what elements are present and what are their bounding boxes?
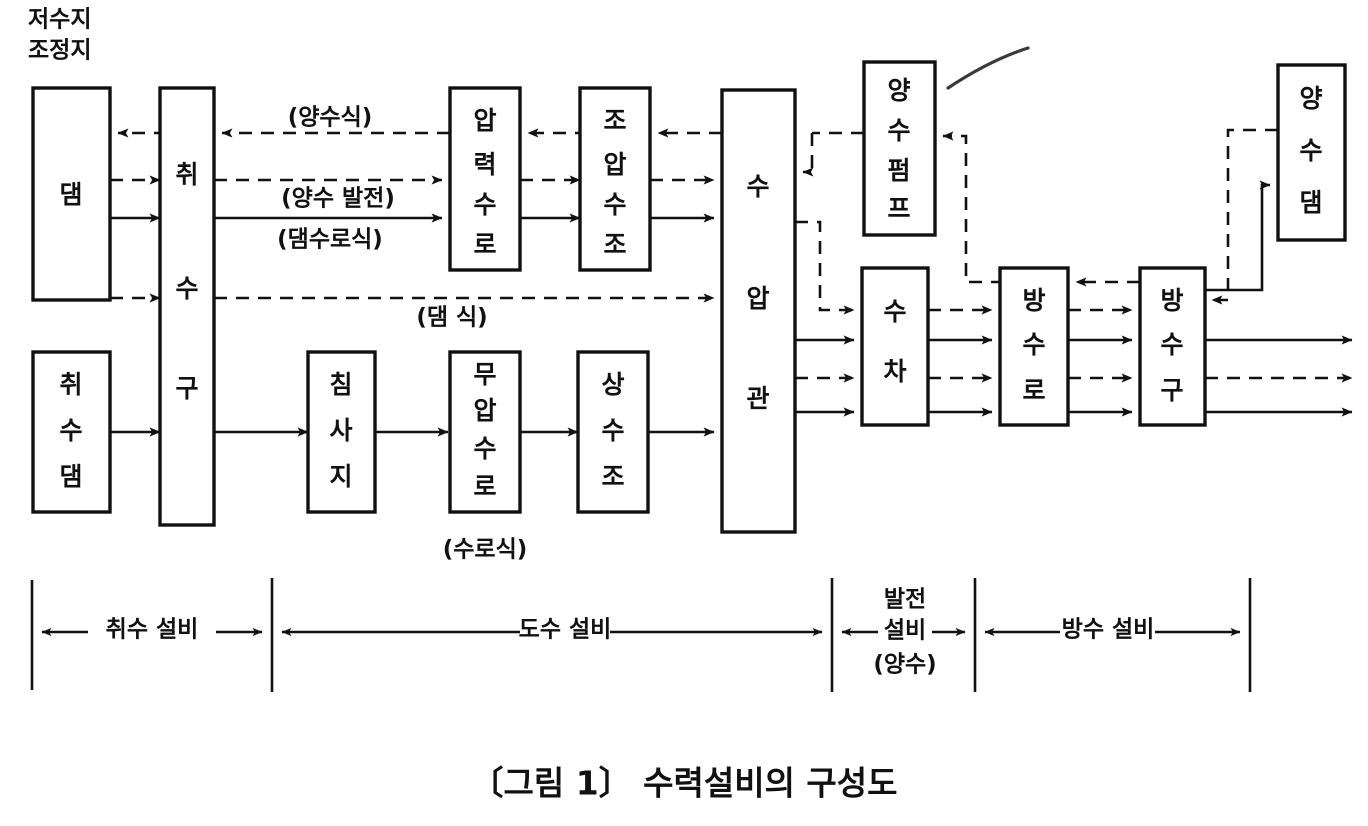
link-penstock-to-turbine-pumped — [795, 220, 855, 315]
box-outlet-c1: 방 — [1160, 286, 1183, 315]
box-sand-c1: 침 — [329, 370, 352, 399]
box-pump-c2: 수 — [887, 116, 910, 145]
box-sand-basin — [306, 350, 377, 514]
box-pumped-storage-dam — [1276, 63, 1347, 242]
box-intake-dam-c1: 취 — [59, 370, 82, 399]
box-sand-c3: 지 — [329, 462, 352, 491]
box-tailrace-c2: 수 — [1022, 330, 1045, 359]
box-surge-c2: 압 — [603, 150, 626, 179]
box-sand-c2: 사 — [329, 416, 352, 445]
box-intake-dam-c3: 댐 — [59, 462, 82, 491]
bracket-label-discharge: 방수 설비 — [1062, 617, 1155, 643]
box-freeflow-c1: 무 — [473, 360, 496, 389]
box-pumpeddam-c3: 댐 — [1299, 188, 1322, 217]
box-head-tank — [576, 350, 650, 514]
box-pump-c1: 양 — [887, 76, 910, 105]
box-dam-label: 댐 — [59, 180, 82, 209]
bracket-label-generation-3: (양수) — [873, 652, 936, 678]
box-outlet — [1138, 266, 1207, 427]
box-dam — [31, 86, 112, 302]
bracket-label-generation-1: 발전 — [884, 587, 926, 613]
bracket-label-conveyance: 도수 설비 — [519, 617, 612, 643]
box-turbine-c2: 차 — [883, 357, 906, 386]
label-waterway-type: (수로식) — [443, 537, 528, 563]
box-intake-gate-c1: 취 — [175, 160, 198, 189]
box-headtank-c3: 조 — [601, 462, 624, 491]
reservoir-note-line1: 저수지 — [28, 7, 91, 33]
link-outlet-to-pumpeddam-solid — [1205, 180, 1271, 292]
box-outlet-c2: 수 — [1160, 330, 1183, 359]
box-turbine-c1: 수 — [883, 297, 906, 326]
box-penstock-c1: 수 — [746, 172, 769, 201]
box-surge-c4: 조 — [603, 230, 626, 259]
bracket-label-generation-2: 설비 — [884, 618, 926, 644]
box-headtank-c2: 수 — [601, 416, 624, 445]
box-penstock — [720, 88, 797, 534]
link-pump-to-penstock-seg-v — [802, 133, 814, 177]
box-surge-c3: 수 — [603, 190, 626, 219]
box-pressure-c1: 압 — [473, 106, 496, 135]
figure-caption: 〔그림 1〕 수력설비의 구성도 — [470, 764, 897, 803]
box-intake-gate-c2: 수 — [175, 274, 198, 303]
label-dam-type: (댐 식) — [416, 305, 487, 331]
scan-artifact-curve — [946, 46, 1030, 90]
box-pump — [862, 60, 937, 237]
box-intake-dam — [31, 350, 112, 514]
box-intake-gate-c3: 구 — [175, 374, 198, 403]
box-pumpeddam-c1: 양 — [1299, 84, 1322, 113]
box-pressure-c2: 력 — [473, 150, 496, 179]
box-freeflow-c2: 압 — [473, 396, 496, 425]
box-turbine — [860, 266, 930, 427]
box-freeflow-c3: 수 — [473, 434, 496, 463]
box-surge-c1: 조 — [603, 106, 626, 135]
box-headtank-c1: 상 — [601, 370, 624, 399]
box-tailrace-c1: 방 — [1022, 286, 1045, 315]
reservoir-note-line2: 조정지 — [28, 38, 91, 64]
box-surge-tank — [578, 86, 652, 272]
box-outlet-c3: 구 — [1160, 376, 1183, 405]
box-pressure-c4: 로 — [473, 230, 496, 259]
box-pump-c4: 프 — [887, 194, 910, 223]
box-penstock-c3: 관 — [746, 384, 769, 413]
link-pumpeddam-to-outlet-dashed — [1211, 128, 1278, 305]
label-dam-waterway-type: (댐수로식) — [277, 227, 383, 253]
box-pressure-waterway — [448, 86, 522, 272]
link-tailrace-to-pump-return — [942, 131, 1004, 284]
box-intake-gate — [158, 86, 216, 527]
box-intake-dam-c2: 수 — [59, 416, 82, 445]
box-tailrace — [998, 266, 1070, 427]
label-pumped-type: (양수식) — [288, 105, 373, 131]
box-pumpeddam-c2: 수 — [1299, 136, 1322, 165]
label-pumped-generation: (양수 발전) — [281, 186, 395, 212]
box-pump-c3: 펌 — [887, 156, 910, 185]
box-free-flow-waterway — [448, 350, 522, 514]
box-tailrace-c3: 로 — [1022, 376, 1045, 405]
bracket-label-intake: 취수 설비 — [106, 617, 199, 643]
box-freeflow-c4: 로 — [473, 472, 496, 501]
box-penstock-c2: 압 — [746, 284, 769, 313]
box-pressure-c3: 수 — [473, 190, 496, 219]
